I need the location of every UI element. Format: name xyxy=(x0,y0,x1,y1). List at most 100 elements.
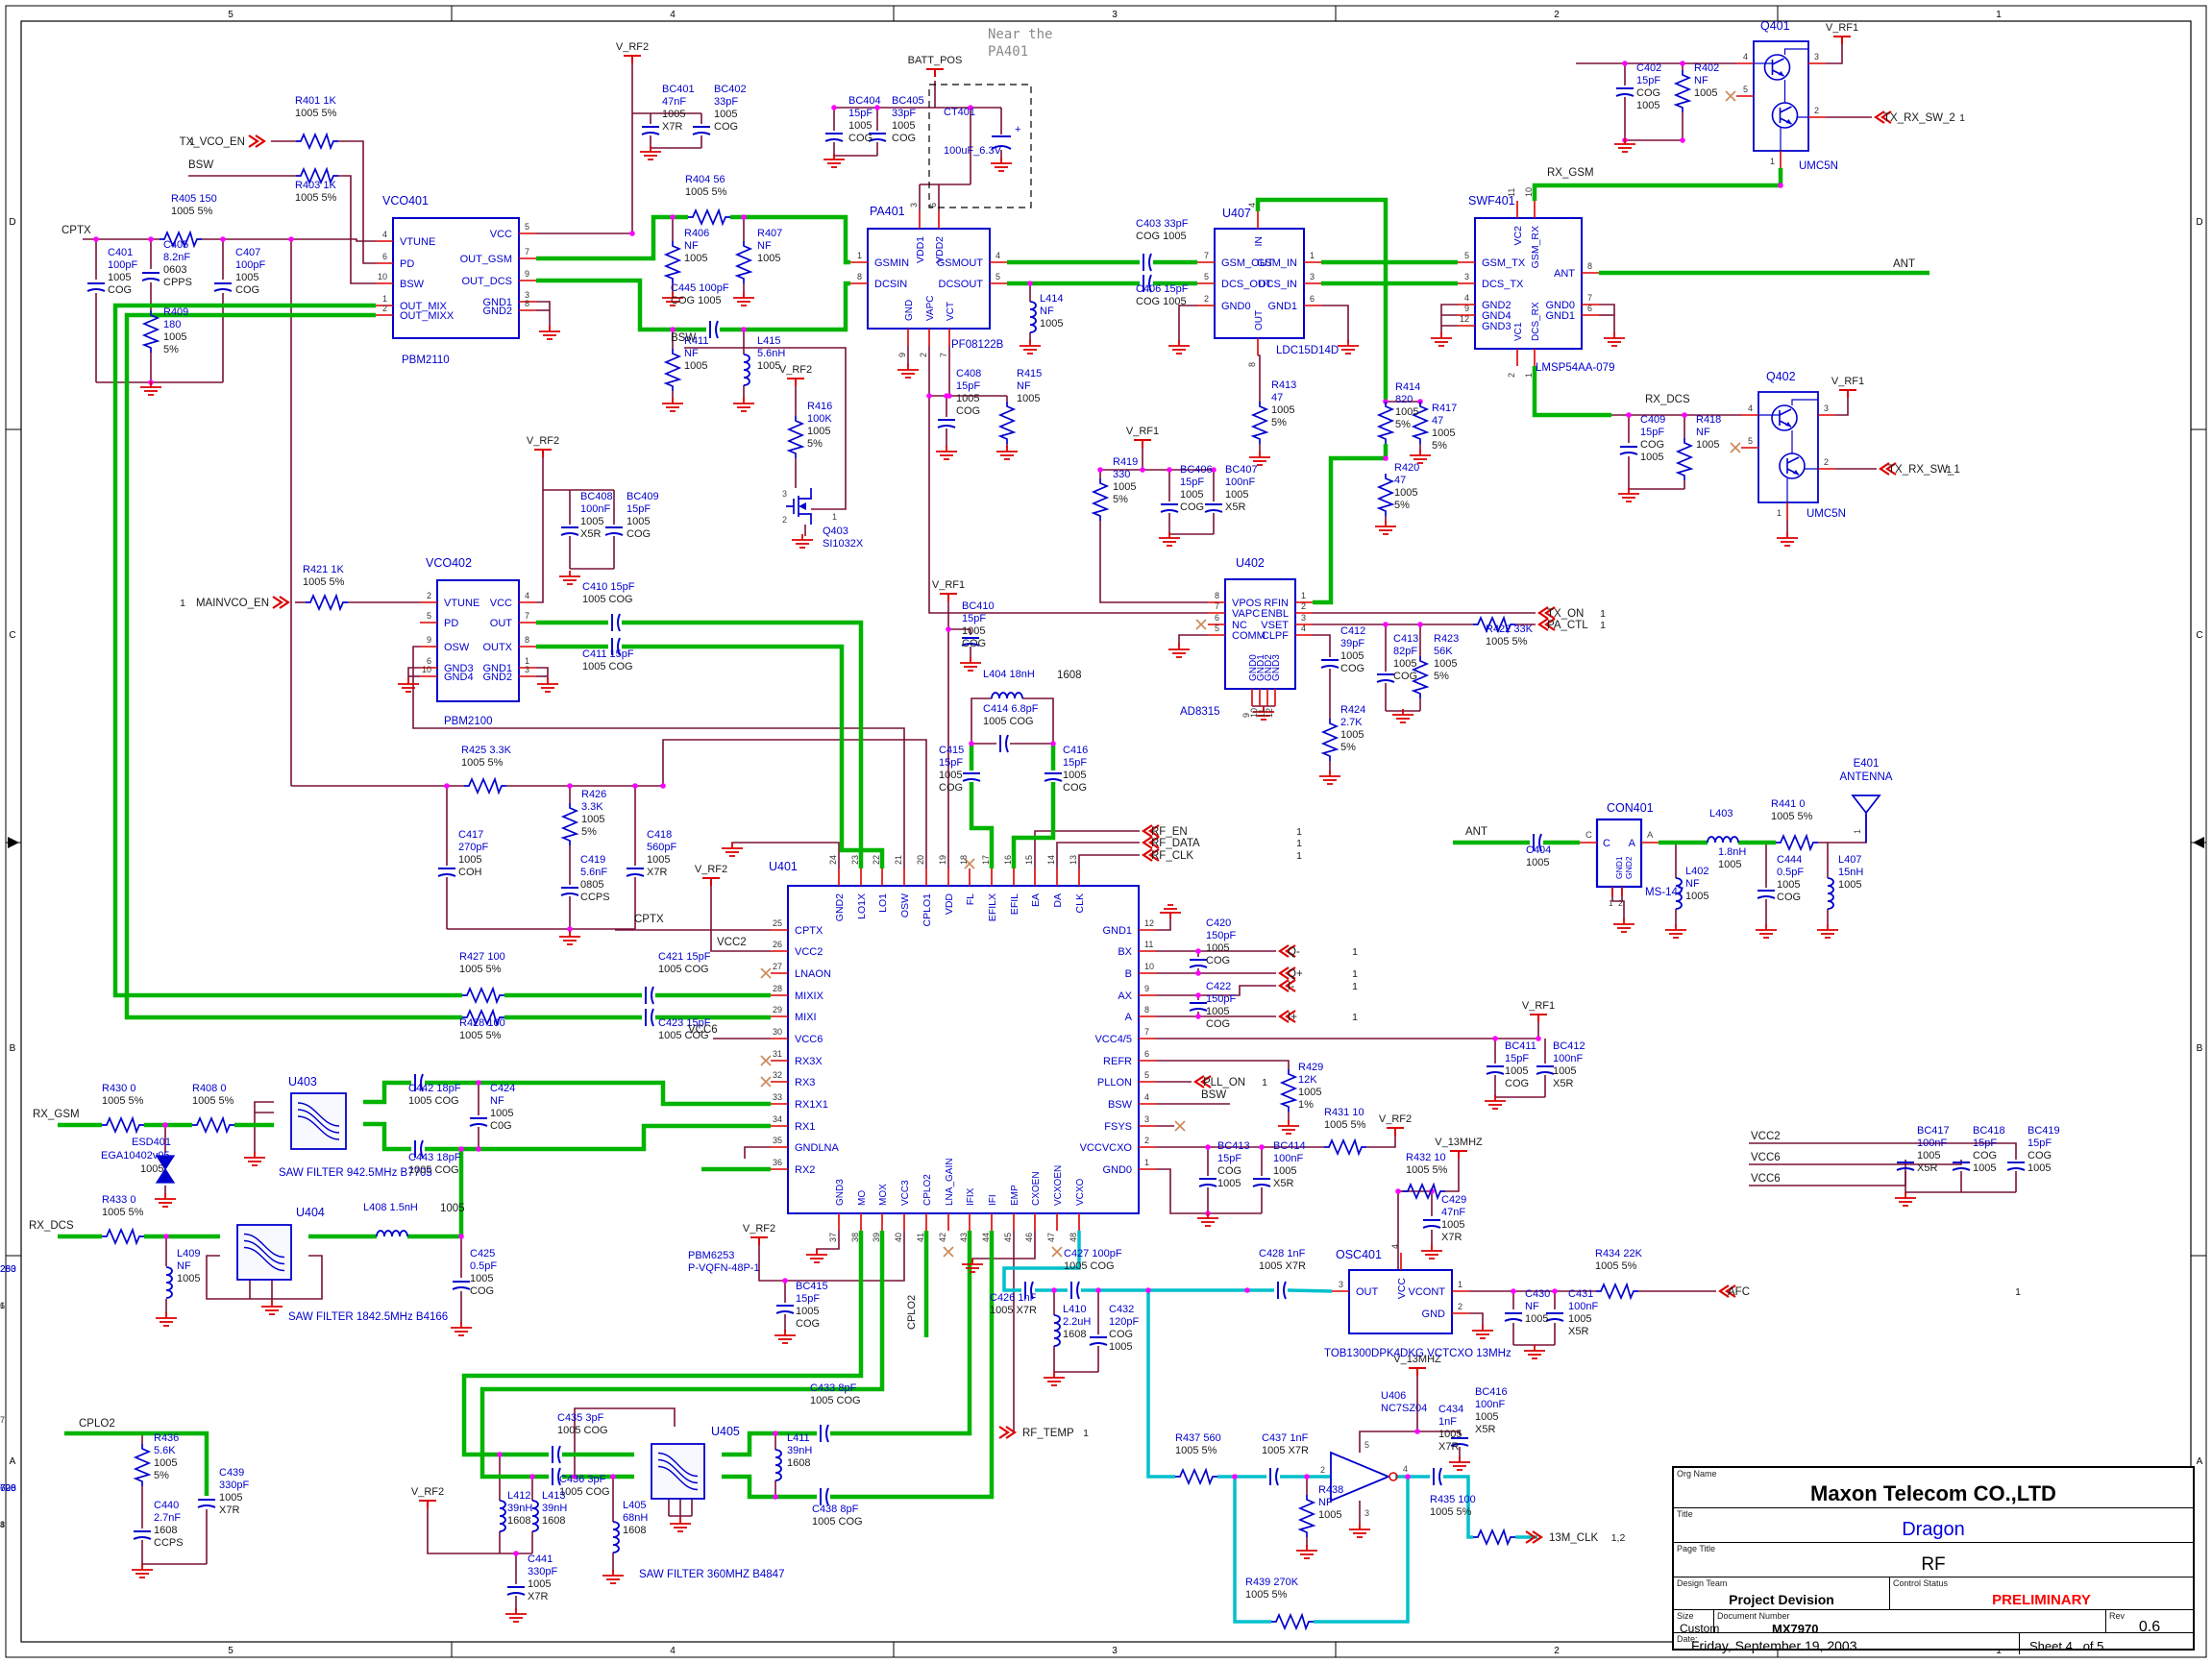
text-label: 1005 5% xyxy=(295,108,337,119)
power-symbol xyxy=(787,378,804,386)
text-label: 708 xyxy=(0,1483,16,1494)
gnd-symbol xyxy=(792,534,813,549)
text-label: C408 xyxy=(956,368,981,379)
text-label: COG xyxy=(1180,501,1204,513)
wire xyxy=(1034,830,1140,868)
text-label: 47 xyxy=(1271,392,1283,404)
text-label: 0603 xyxy=(163,264,186,276)
text-label: ANTENNA xyxy=(1840,771,1893,783)
text-label: VDD2 xyxy=(934,236,946,263)
saw-wave xyxy=(657,1458,699,1484)
capacitor xyxy=(820,1424,829,1443)
text-label: COG xyxy=(848,133,873,144)
capacitor xyxy=(2006,1162,2026,1171)
text-label: C401 xyxy=(108,247,133,258)
saw-wave xyxy=(657,1465,699,1491)
bjt-arrow xyxy=(1793,470,1799,475)
junction-dot xyxy=(610,1474,616,1480)
junction-dot xyxy=(529,1474,535,1480)
text-label: X5R xyxy=(580,528,601,540)
text-label: 48 xyxy=(1069,1233,1078,1242)
text-label: 6 xyxy=(382,252,387,261)
text-label: X7R xyxy=(647,867,667,878)
text-label: BSW xyxy=(1201,1089,1226,1101)
text-label: L414 xyxy=(1040,293,1063,305)
gnd-symbol xyxy=(1604,332,1625,347)
capacitor xyxy=(961,637,980,647)
text-label: X5R xyxy=(1273,1178,1293,1189)
text-label: 1005 xyxy=(939,770,962,781)
text-label: 1005 xyxy=(1395,406,1418,418)
capacitor xyxy=(1143,253,1152,272)
bjt-arrow xyxy=(1778,71,1784,76)
wire xyxy=(1440,304,1458,334)
junction-dot xyxy=(1414,1429,1420,1434)
text-label: V_RF2 xyxy=(779,364,812,376)
gnd-symbol xyxy=(1449,1456,1470,1471)
text-label: 1608 xyxy=(1063,1329,1086,1340)
text-label: 2 xyxy=(919,353,928,357)
text-label: R401 1K xyxy=(295,95,336,107)
text-label: MO xyxy=(857,1190,868,1206)
text-label: 10 xyxy=(1144,962,1154,971)
gnd-symbol xyxy=(962,1259,983,1273)
text-label: 5% xyxy=(1394,500,1410,511)
text-label: R418 xyxy=(1696,414,1721,426)
text-label: R427 100 xyxy=(459,951,505,963)
text-label: C415 xyxy=(939,745,964,756)
text-label: C440 xyxy=(154,1500,179,1511)
text-label: 1 xyxy=(641,0,646,2)
text-label: NF xyxy=(1685,878,1700,890)
text-label: VC1 xyxy=(1513,322,1524,341)
text-label: 1147 xyxy=(298,0,321,3)
text-label: 1005 X7R xyxy=(1262,1445,1309,1456)
text-label: DCS_RX xyxy=(1531,302,1541,341)
text-label: C436 3pF xyxy=(559,1474,606,1485)
wire xyxy=(971,697,992,744)
text-label: 4 xyxy=(1743,52,1748,61)
text-label: C441 xyxy=(528,1553,553,1565)
sheet-info: Sheet 4 of 5 xyxy=(2020,1633,2193,1653)
capacitor xyxy=(645,986,654,1005)
text-label: R432 10 xyxy=(1406,1152,1446,1163)
text-label: COG 1005 xyxy=(1136,296,1187,307)
capacitor xyxy=(414,1073,424,1092)
text-label: RFIN xyxy=(1264,598,1289,609)
wire xyxy=(744,1146,771,1159)
gnd-symbol xyxy=(1756,924,1777,939)
text-label: 1.8nH xyxy=(1718,846,1746,858)
text-label: 5% xyxy=(1340,742,1356,753)
text-label: 27 xyxy=(773,962,782,971)
gnd-symbol xyxy=(991,158,1012,172)
wire xyxy=(407,667,420,680)
text-label: L415 xyxy=(757,335,780,347)
text-label: 0.5pF xyxy=(470,1260,497,1272)
capacitor xyxy=(1536,1065,1555,1075)
text-label: LDC15D14D xyxy=(1276,345,1339,356)
resistor xyxy=(1411,656,1430,698)
junction-dot xyxy=(1140,467,1145,473)
text-label: 4 xyxy=(1247,203,1257,208)
saw-wave xyxy=(297,1109,340,1134)
text-label: L413 xyxy=(542,1490,565,1502)
text-label: 17 xyxy=(981,855,991,865)
saw-wave xyxy=(657,1452,699,1478)
text-label: 8 xyxy=(0,1520,5,1529)
capacitor xyxy=(937,419,956,428)
text-label: R419 xyxy=(1113,456,1138,468)
text-label: 15pF xyxy=(1636,75,1660,86)
text-label: 15 xyxy=(1024,855,1034,865)
text-label: V_13MHZ xyxy=(1393,1354,1441,1365)
wire xyxy=(1178,634,1208,646)
text-label: C424 xyxy=(490,1083,515,1094)
text-label: VCXOEN xyxy=(1053,1165,1064,1206)
text-label: R408 0 xyxy=(192,1083,226,1094)
text-label: 1005 X7R xyxy=(1259,1260,1306,1272)
text-label: BC414 xyxy=(1273,1140,1306,1152)
saw-wave xyxy=(297,1102,340,1127)
text-label: MOX xyxy=(878,1184,889,1206)
gnd-symbol xyxy=(1421,1245,1442,1259)
text-label: 1 xyxy=(1996,1646,2002,1656)
offpage-chevron xyxy=(1142,848,1160,862)
text-label: 1005 5% xyxy=(459,1030,502,1041)
